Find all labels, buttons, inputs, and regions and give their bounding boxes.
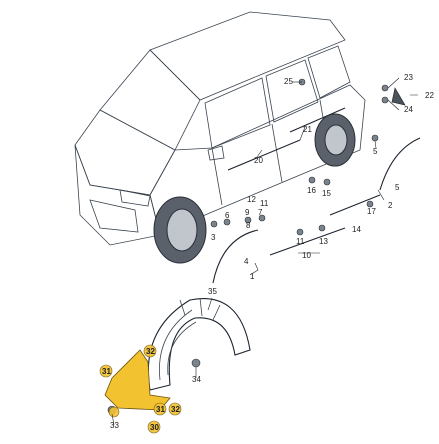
label-11-lower: 11 <box>296 237 305 246</box>
side-molding-rear <box>289 107 346 133</box>
fasteners <box>107 78 389 415</box>
label-8: 8 <box>246 221 251 230</box>
clip-3 <box>210 220 218 228</box>
label-11: 11 <box>260 199 269 208</box>
front-arch-trim <box>212 229 259 284</box>
label-16: 16 <box>307 186 316 195</box>
label-13: 13 <box>319 237 328 246</box>
wheel-housing-liner <box>147 297 251 391</box>
sill-strip-front <box>269 227 346 256</box>
car-illustration <box>74 11 366 264</box>
part-labels-highlighted: 32 31 31 32 30 <box>102 347 180 432</box>
part-labels: 25 23 22 24 21 20 5 5 2 16 15 17 14 12 1… <box>102 73 434 432</box>
clip-24 <box>381 96 389 104</box>
sill-strip-rear <box>329 194 381 216</box>
label-10: 10 <box>302 251 311 260</box>
marker-30 <box>147 420 161 434</box>
label-32-top-front: 32 <box>146 347 155 356</box>
clip-6 <box>223 218 231 226</box>
label-7: 7 <box>258 208 263 217</box>
label-3: 3 <box>211 233 216 242</box>
car-roof <box>149 11 346 101</box>
clip-11 <box>296 228 304 236</box>
clip-34 <box>191 358 201 368</box>
label-32-bottom-front: 32 <box>171 405 180 414</box>
clip-9 <box>244 216 252 224</box>
label-15: 15 <box>322 189 331 198</box>
label-31-bottom-front: 31 <box>156 405 165 414</box>
label-4: 4 <box>244 257 249 266</box>
car-mirror <box>207 145 225 161</box>
clip-13 <box>318 224 326 232</box>
label-20: 20 <box>254 156 263 165</box>
marker-33 <box>108 406 120 418</box>
label-23: 23 <box>404 73 413 82</box>
label-2: 2 <box>388 201 393 210</box>
car-hood <box>74 109 176 196</box>
marker-31-left <box>99 364 113 378</box>
marker-32-top <box>143 344 157 358</box>
label-22: 22 <box>425 91 434 100</box>
label-6: 6 <box>225 211 230 220</box>
label-21: 21 <box>303 125 312 134</box>
clip-15 <box>323 178 331 186</box>
label-34: 34 <box>192 375 201 384</box>
label-24: 24 <box>404 105 413 114</box>
clip-16 <box>308 176 316 184</box>
label-9: 9 <box>245 208 250 217</box>
label-30-front: 30 <box>150 423 159 432</box>
front-wheel-rim <box>166 208 198 252</box>
rear-arch-trim <box>379 137 421 191</box>
car-side-window-rear <box>265 59 319 123</box>
label-25: 25 <box>284 77 293 86</box>
highlight-markers <box>99 344 182 434</box>
marker-32-bottom <box>168 402 182 416</box>
splash-shield-highlighted <box>104 349 171 411</box>
clip-23 <box>381 84 389 92</box>
side-molding-front <box>227 139 301 171</box>
car-side-window-front <box>204 77 271 149</box>
label-14: 14 <box>352 225 361 234</box>
car-headlight <box>119 189 151 207</box>
label-5-lower: 5 <box>395 183 400 192</box>
label-35: 35 <box>208 287 217 296</box>
emblem-22 <box>391 87 406 106</box>
label-33: 33 <box>110 421 119 430</box>
car-windshield <box>99 49 201 151</box>
rear-wheel-rim <box>324 124 348 156</box>
car-quarter-window <box>307 45 351 99</box>
label-1: 1 <box>250 272 255 281</box>
leader-lines <box>111 77 418 426</box>
label-12: 12 <box>247 195 256 204</box>
marker-31-bottom <box>153 402 167 416</box>
clip-8 <box>258 214 266 222</box>
car-grille <box>89 199 139 233</box>
label-31-left-front: 31 <box>102 367 111 376</box>
clip-17 <box>366 200 374 208</box>
label-17: 17 <box>367 207 376 216</box>
clip-5 <box>371 134 379 142</box>
label-5-upper: 5 <box>373 147 378 156</box>
